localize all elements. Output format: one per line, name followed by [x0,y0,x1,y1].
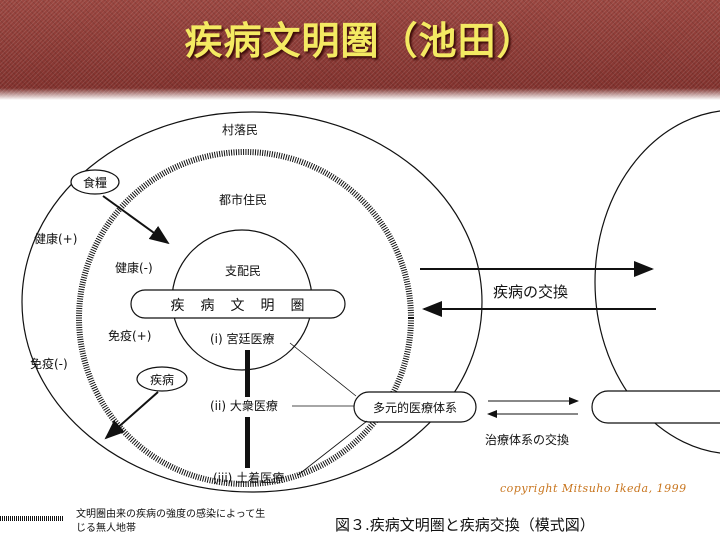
health-plus-label: 健康(+) [34,231,77,246]
civilization-sphere-label: 疾 病 文 明 圏 [171,298,306,314]
food-oval [70,169,120,195]
connector-folk [297,420,368,476]
medicine-link-bar-lower [245,417,250,468]
title-banner: 疾病文明圏（池田） [0,0,720,100]
legend-text: 文明圏由来の疾病の強度の感染によって生じる無人地帯 [76,509,266,534]
disease-arrow [104,391,159,440]
banner-fade [0,88,720,100]
city-label: 都市住民 [219,192,267,207]
disease-label: 疾病 [150,372,174,387]
folk-medicine-label: (iii) 土着医療 [213,470,284,485]
ruler-label: 支配民 [225,264,261,278]
disease-oval [136,366,188,392]
pluralistic-medicine-label: 多元的医療体系 [373,400,457,415]
civilization-sphere-box [130,289,346,319]
popular-medicine-label: (ii) 大衆医療 [210,399,278,413]
slide-title: 疾病文明圏（池田） [184,19,536,63]
figure-caption: 図３.疾病文明圏と疾病交換（模式図） [335,516,595,534]
medicine-link-bar-upper [245,350,250,397]
immunity-plus-label: 免疫(+) [108,328,151,343]
neighbor-medicine-box [591,390,720,424]
food-arrow [102,195,170,245]
court-medicine-label: (i) 宮廷医療 [210,331,275,346]
disease-exchange-label: 疾病の交換 [493,283,568,301]
neighbor-sphere-ellipse [594,110,720,454]
food-label: 食糧 [83,175,107,190]
city-circle [76,149,414,487]
village-label: 村落民 [222,123,258,137]
legend-hatched-line [0,516,64,521]
copyright-text: copyright Mitsuho Ikeda, 1999 [500,482,687,495]
connector-court [289,342,357,397]
health-minus-label: 健康(-) [115,260,153,275]
medical-system-exchange-label: 治療体系の交換 [485,432,569,447]
pluralistic-medicine-box [353,391,477,423]
village-ellipse [21,111,483,493]
immunity-minus-label: 免疫(-) [30,356,68,371]
